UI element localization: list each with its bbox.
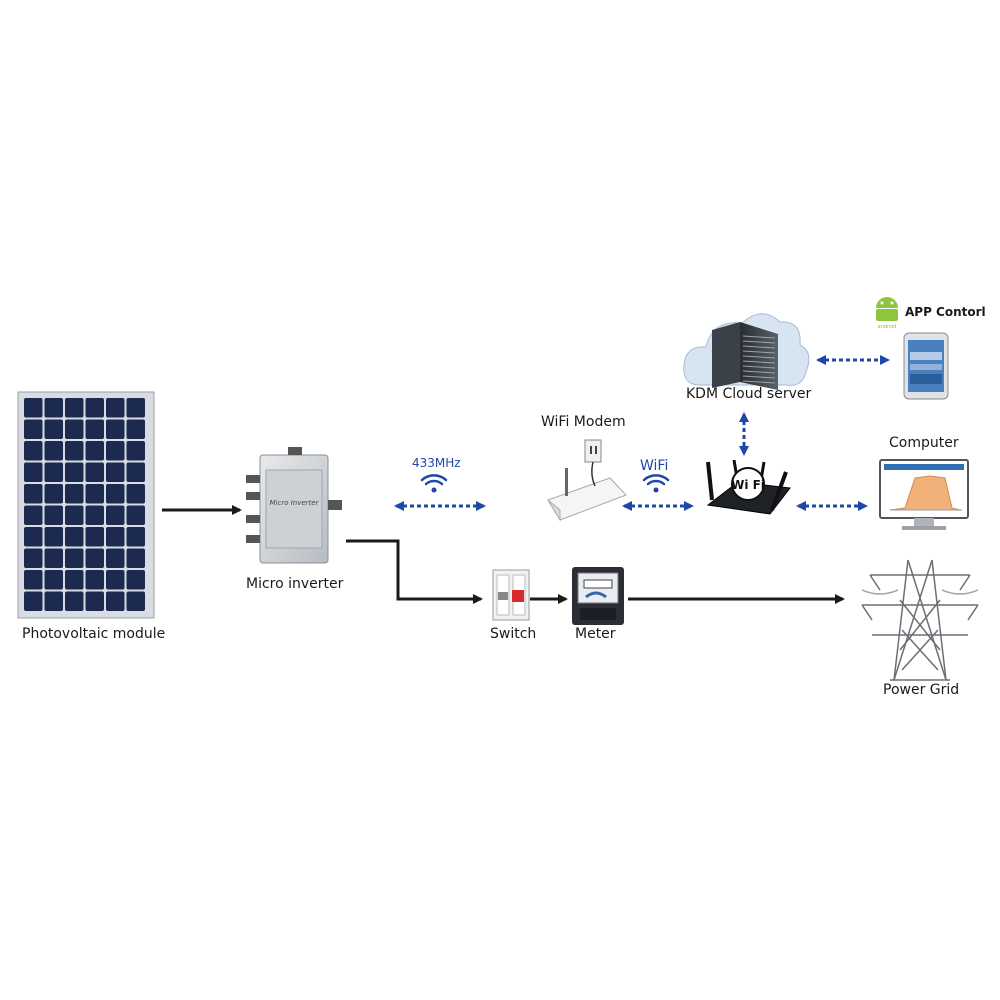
pv-cell (65, 441, 84, 461)
meter-label: Meter (575, 626, 616, 642)
pv-cell (106, 505, 125, 525)
server-rack-line (742, 370, 776, 374)
android-logo-text: android (878, 324, 897, 330)
server-rack-line (742, 350, 776, 354)
router-icon: Wi Fi (706, 459, 791, 515)
pv-cell (24, 527, 43, 547)
pv-cell (106, 548, 125, 568)
pv-cell (85, 398, 104, 418)
pv-cell (24, 570, 43, 590)
server-rack-line (742, 365, 776, 369)
smartphone-icon (903, 332, 949, 400)
server-rack-line (742, 340, 776, 344)
solar-panel-icon (17, 391, 155, 619)
android-icon: android (876, 297, 898, 330)
pv-cell (106, 484, 125, 504)
wifi-modem-icon (547, 439, 627, 522)
wifi-modem-label: WiFi Modem (541, 414, 626, 430)
kdm-cloud-label: KDM Cloud server (686, 386, 812, 402)
pv-cell (126, 505, 145, 525)
micro-inverter-icon: Micro Inverter (246, 447, 342, 564)
inverter-face-text: Micro Inverter (270, 499, 320, 507)
pv-cell (65, 570, 84, 590)
pv-cell (65, 527, 84, 547)
pv-cell (24, 484, 43, 504)
pv-cell (106, 441, 125, 461)
wifi-signal-icon (642, 474, 670, 493)
pv-cell (24, 398, 43, 418)
pv-cell (24, 505, 43, 525)
pv-cell (65, 462, 84, 482)
energy-meter-icon (572, 567, 624, 625)
pv-cell (126, 591, 145, 611)
micro-inverter-label: Micro inverter (246, 576, 344, 592)
pv-cell (85, 419, 104, 439)
freq-433-label: 433MHz (412, 456, 461, 470)
pv-module-label: Photovoltaic module (22, 626, 166, 642)
pv-cell (44, 527, 63, 547)
pv-cell (126, 527, 145, 547)
computer-label: Computer (889, 435, 959, 451)
pv-cell (85, 570, 104, 590)
pv-cell (44, 398, 63, 418)
pv-cell (106, 527, 125, 547)
pv-cell (65, 548, 84, 568)
pv-cell (85, 527, 104, 547)
pv-cell (65, 398, 84, 418)
server-rack-line (742, 335, 776, 339)
pv-cell (85, 548, 104, 568)
pv-cell (126, 441, 145, 461)
pv-cell (106, 462, 125, 482)
transmission-tower-icon (861, 559, 979, 681)
server-rack-line (742, 345, 776, 349)
server-rack-line (742, 360, 776, 364)
inverter-to-switch-line (346, 539, 483, 604)
cloud-server-icon (683, 313, 810, 390)
app-control-label: APP Contorl (905, 305, 986, 319)
power-grid-label: Power Grid (883, 682, 960, 698)
pv-cell (126, 419, 145, 439)
pv-cell (106, 419, 125, 439)
pv-cell (126, 548, 145, 568)
pv-cell (126, 398, 145, 418)
pv-cell (44, 548, 63, 568)
wifi-signal-icon (420, 474, 448, 493)
switch-label: Switch (490, 626, 537, 642)
pv-cell (44, 570, 63, 590)
pv-cell (44, 441, 63, 461)
pv-cell (85, 591, 104, 611)
pv-cell (126, 570, 145, 590)
pv-cell (24, 419, 43, 439)
pv-cell (44, 505, 63, 525)
server-rack-line (742, 375, 776, 379)
pv-cell (126, 462, 145, 482)
pv-cell (126, 484, 145, 504)
pv-cell (44, 484, 63, 504)
server-rack-line (742, 380, 776, 384)
wifi-link-label: WiFi (640, 458, 669, 474)
server-rack-line (742, 355, 776, 359)
pv-cell (106, 591, 125, 611)
pv-cell (24, 441, 43, 461)
pv-cell (24, 462, 43, 482)
pv-cell (106, 570, 125, 590)
pv-cell (24, 548, 43, 568)
pv-cell (85, 441, 104, 461)
pv-cell (24, 591, 43, 611)
pv-cell (44, 419, 63, 439)
pv-cell (44, 591, 63, 611)
pv-cell (65, 591, 84, 611)
pv-cell (65, 484, 84, 504)
router-badge-text: Wi Fi (731, 478, 765, 492)
breaker-switch-icon (492, 569, 530, 621)
pv-cell (65, 505, 84, 525)
pv-cell (85, 462, 104, 482)
pv-cell (44, 462, 63, 482)
pv-cell (85, 505, 104, 525)
pv-cell (106, 398, 125, 418)
pv-cell (65, 419, 84, 439)
pv-cell (85, 484, 104, 504)
computer-monitor-icon (879, 459, 969, 530)
